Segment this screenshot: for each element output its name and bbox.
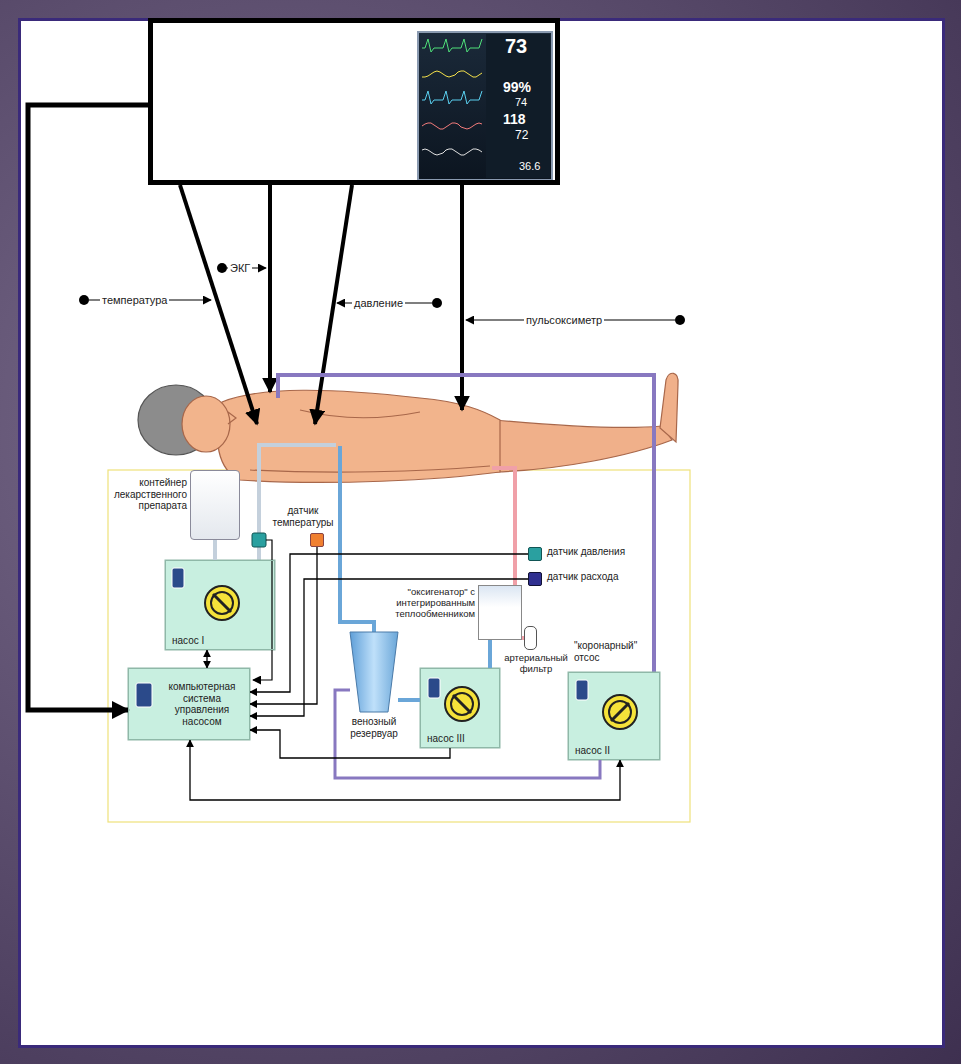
node-label: "оксигенатор" с интегрированным теплообм… (388, 587, 475, 620)
pressure-sensor: датчик давления (528, 547, 542, 561)
temperature-sensor: датчик температуры (310, 533, 324, 547)
monitor-value: 73 (505, 35, 527, 58)
waveform (422, 149, 482, 155)
signal-connector (28, 105, 148, 710)
signal-connector (250, 554, 528, 692)
arterial-filter: артериальный фильтр (524, 626, 537, 650)
waveform (422, 91, 482, 104)
pump-box: насос I (165, 560, 275, 650)
tube (335, 690, 600, 778)
node-label: "коронарный" отсос (574, 640, 652, 663)
monitor-waveforms (422, 39, 482, 155)
node-label: насос II (575, 745, 610, 757)
pump-box: "коронарный" отсоснасос II (568, 672, 660, 760)
node-label: артериальный фильтр (504, 653, 568, 675)
signal-label: температура (100, 293, 169, 307)
signal-label: пульсоксиметр (524, 313, 604, 327)
node-label: контейнер лекарственного препарата (109, 477, 187, 512)
flow-sensor: датчик расхода (528, 572, 542, 586)
tube (488, 640, 492, 668)
patient-figure (138, 373, 678, 482)
waveform (422, 39, 482, 52)
sensor (252, 533, 266, 547)
node-label: компьютерная система управления насосом (159, 681, 245, 727)
venous-reservoir-cup (350, 632, 398, 712)
node-label: датчик температуры (265, 505, 341, 528)
venous-reservoir: венозный резервуар (350, 632, 398, 712)
signal-connector (206, 650, 207, 668)
monitor-value: 118 (503, 111, 526, 127)
sensor-wire (253, 540, 272, 680)
signal-connector (250, 547, 317, 704)
signal-connector (190, 740, 620, 800)
waveform (422, 71, 482, 77)
tube (398, 698, 420, 702)
monitor-values-panel (486, 34, 550, 178)
signal-label: давление (352, 296, 405, 310)
node-label: венозный резервуар (342, 716, 406, 739)
monitor-leads (180, 185, 462, 424)
device-boxes (128, 560, 660, 760)
monitor-value: 36.6 (519, 160, 540, 173)
drug-container: контейнер лекарственного препарата (190, 470, 240, 540)
equipment-frame (108, 470, 690, 822)
oxygenator: "оксигенатор" с интегрированным теплообм… (478, 585, 522, 640)
node-label: датчик расхода (547, 571, 639, 583)
pump-symbols (205, 586, 637, 729)
monitor-value: 74 (515, 96, 527, 109)
monitor-value: 72 (515, 129, 528, 143)
waveform (422, 123, 482, 129)
node-label: насос I (172, 635, 204, 647)
tube (213, 540, 217, 560)
node-label: датчик давления (547, 546, 639, 558)
monitor-value: 99% (503, 79, 531, 95)
node-label: насос III (427, 733, 465, 745)
control-computer: компьютерная система управления насосом (128, 668, 250, 740)
tubes (215, 375, 654, 672)
signal-connector (250, 579, 528, 716)
signal-label: ЭКГ (228, 261, 252, 275)
monitor-screen (418, 32, 552, 180)
monitor-box: 73 99%74 118 72 36.6 (148, 18, 560, 185)
pump-box: насос III (420, 668, 500, 748)
